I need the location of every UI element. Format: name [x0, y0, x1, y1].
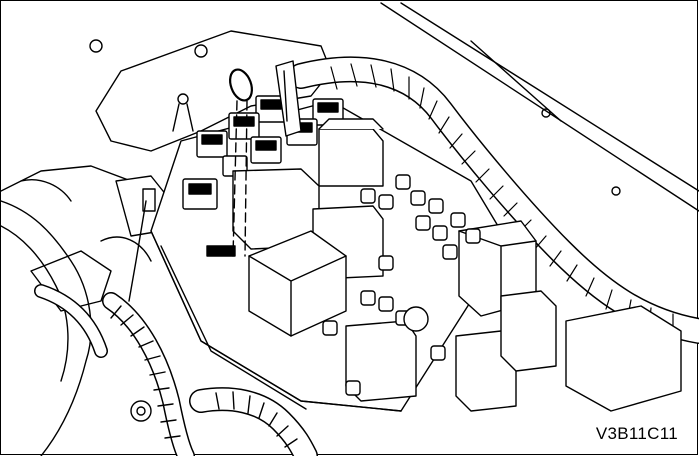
figure-code-label: V3B11C11	[592, 424, 681, 444]
fuse-group	[182, 95, 344, 210]
mini-fuse-clusters	[322, 174, 481, 396]
mounting-bracket	[275, 60, 302, 137]
relay-group	[232, 118, 682, 412]
hood-edge	[380, 2, 699, 212]
circled-fuse-callout	[206, 68, 253, 257]
